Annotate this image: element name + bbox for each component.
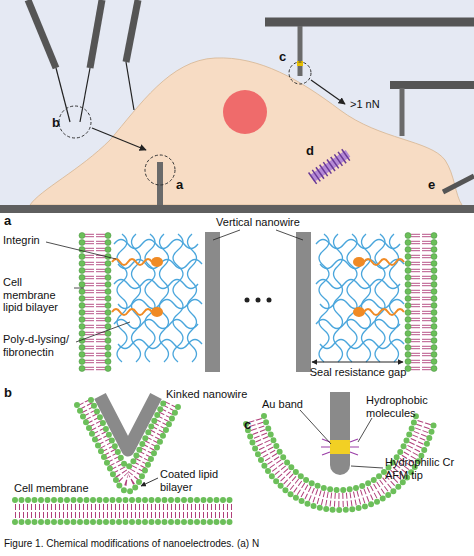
force-arrow [311,80,345,104]
dashed-circle [145,155,175,185]
panel-letter: c [244,418,260,433]
integrin [112,257,404,317]
hatched-fiber [310,150,351,182]
callout-letter: e [428,178,444,193]
part-label: Au band [262,398,332,411]
panel-letter: b [4,386,20,401]
dashed-circle [59,106,91,138]
lipid-bilayer [78,232,112,372]
kinked-nanowires [28,0,138,122]
part-label: Integrin [3,234,73,247]
force-label: >1 nN [350,98,400,111]
callout-letter: b [52,116,68,131]
nucleus [223,90,267,134]
lipid-bilayer [404,232,438,372]
leader-line [46,230,303,342]
dashed-circle [289,62,311,84]
pointer-arrow [92,128,146,150]
callout-letter: c [279,50,295,65]
figure-caption: Figure 1. Chemical modifications of nano… [4,538,470,550]
part-label: Vertical nanowire [193,216,323,229]
afm-tip [298,26,303,76]
nanowire-wall [296,232,311,372]
afm-tip [400,88,405,136]
cell-body [30,58,462,205]
afm-tip [330,392,350,475]
ellipsis-dots [245,298,272,303]
kinked-nanowire [100,396,156,450]
leader-arrow [141,478,158,486]
gold-band [330,440,350,454]
polymer-coating [114,234,404,362]
part-label: Cell membrane lipid bilayer [3,276,77,314]
callout-letter: a [176,178,192,193]
part-label: Kinked nanowire [166,388,256,401]
part-label: Cell membrane [14,482,104,495]
part-label: Hydrophobic molecules [366,394,446,419]
panel-background [0,0,474,212]
nanowire-wall [205,232,220,372]
vertical-nanowire [157,162,163,205]
part-label: Poly-d-lysing/ fibronectin [3,333,81,358]
side-nanowire [443,176,474,192]
part-label: Coated lipid bilayer [160,468,240,493]
cell-membrane [15,500,235,522]
hydrophobic-molecules [321,439,359,455]
leader-line [300,410,383,468]
callout-letter: d [306,144,322,159]
afm-cantilever [265,18,474,27]
part-label: Seal resistance gap [283,366,433,379]
part-label: Hydrophilic Cr AFM tip [385,456,471,481]
substrate [0,205,474,213]
afm-cantilever [390,81,474,89]
panel-letter: a [4,214,20,229]
gap-arrow [312,362,403,363]
